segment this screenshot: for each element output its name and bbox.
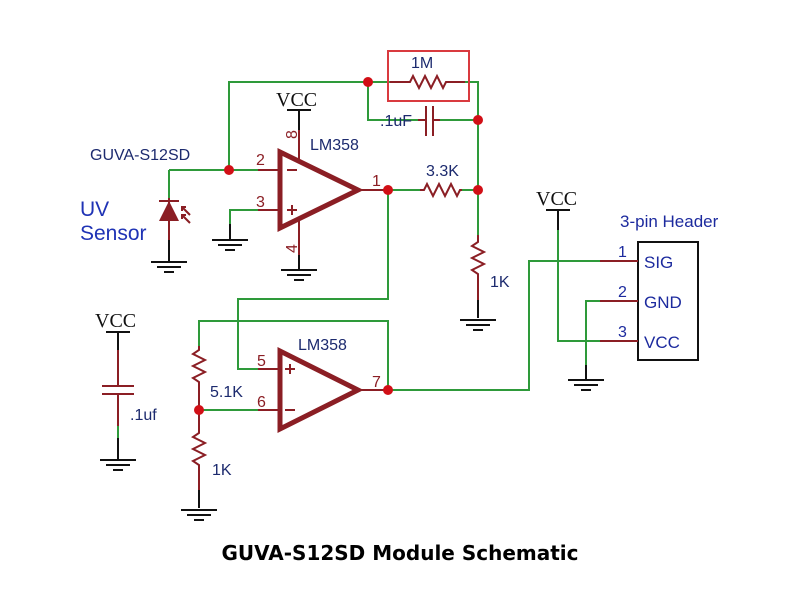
label-01uf: .1uF — [380, 113, 412, 130]
ground-icon-gain — [181, 509, 217, 521]
junction-dots — [194, 77, 483, 415]
resistor-5k1[interactable] — [190, 346, 208, 410]
label-uv: UV — [80, 198, 109, 221]
label-1k-out: 1K — [490, 274, 510, 291]
opamp2-pin6: 6 — [257, 394, 266, 411]
svg-text:VCC: VCC — [276, 89, 317, 111]
vcc-symbol-opamp1: VCC — [276, 89, 317, 111]
wire-header-gnd — [585, 300, 600, 365]
wires — [117, 81, 600, 438]
opamp-2[interactable] — [258, 346, 388, 434]
label-guva-part: GUVA-S12SD — [90, 147, 190, 164]
wire-cap-left — [367, 82, 418, 121]
header-connector[interactable] — [600, 241, 699, 361]
svg-text:VCC: VCC — [536, 188, 577, 210]
vcc-symbol-decoupling: VCC — [95, 310, 136, 333]
opamp2-pin7: 7 — [372, 374, 381, 391]
opamp2-pin5: 5 — [257, 353, 266, 370]
opamp1-name: LM358 — [310, 137, 359, 154]
label-decoupling: .1uf — [130, 407, 157, 424]
wire-sig — [388, 260, 600, 391]
header-pin1-num: 1 — [618, 244, 627, 261]
label-1m: 1M — [411, 55, 433, 72]
label-sensor: Sensor — [80, 222, 147, 245]
header-pin2-name: GND — [644, 293, 682, 312]
capacitor-feedback[interactable] — [418, 106, 440, 136]
diagram-title: GUVA-S12SD Module Schematic — [221, 541, 578, 565]
header-pin1-name: SIG — [644, 253, 673, 272]
opamp1-pin1: 1 — [372, 173, 381, 190]
label-3k3: 3.3K — [426, 163, 459, 180]
ground-icon-noninv — [212, 224, 248, 251]
opamp1-pin3: 3 — [256, 194, 265, 211]
ground-icon-out-resistor — [460, 319, 496, 331]
wire-feedback-top — [228, 81, 390, 170]
label-5k1: 5.1K — [210, 384, 243, 401]
opamp-1[interactable] — [258, 110, 388, 270]
header-pin3-num: 3 — [618, 324, 627, 341]
wire-out1-to-pin5 — [237, 190, 389, 370]
header-title: 3-pin Header — [620, 212, 719, 231]
svg-text:VCC: VCC — [95, 310, 136, 332]
label-1k-gain: 1K — [212, 462, 232, 479]
header-pin2-num: 2 — [618, 284, 627, 301]
ground-icon-decoupling — [100, 459, 136, 471]
wire-noninv-ground — [229, 209, 258, 238]
capacitor-decoupling[interactable] — [102, 332, 134, 460]
ground-icon-opamp1 — [281, 269, 317, 281]
uv-photodiode[interactable] — [159, 198, 191, 262]
opamp1-pin4: 4 — [284, 244, 301, 253]
opamp1-pin2: 2 — [256, 152, 265, 169]
wire-feedback-right — [465, 81, 479, 190]
resistor-3k3[interactable] — [420, 181, 462, 199]
wire-op2-feedback — [198, 320, 389, 390]
resistor-1k-out[interactable] — [469, 235, 487, 318]
ground-icon-sensor — [151, 261, 187, 273]
resistor-1m[interactable] — [390, 73, 465, 91]
opamp1-pin8: 8 — [284, 130, 301, 139]
resistor-1k-gain[interactable] — [190, 410, 208, 508]
opamp2-name: LM358 — [298, 337, 347, 354]
highlight-box-1m — [387, 50, 470, 102]
header-pin3-name: VCC — [644, 333, 680, 352]
vcc-symbol-header: VCC — [536, 188, 577, 230]
ground-icon-header — [568, 365, 604, 391]
wire-header-vcc — [557, 215, 600, 342]
